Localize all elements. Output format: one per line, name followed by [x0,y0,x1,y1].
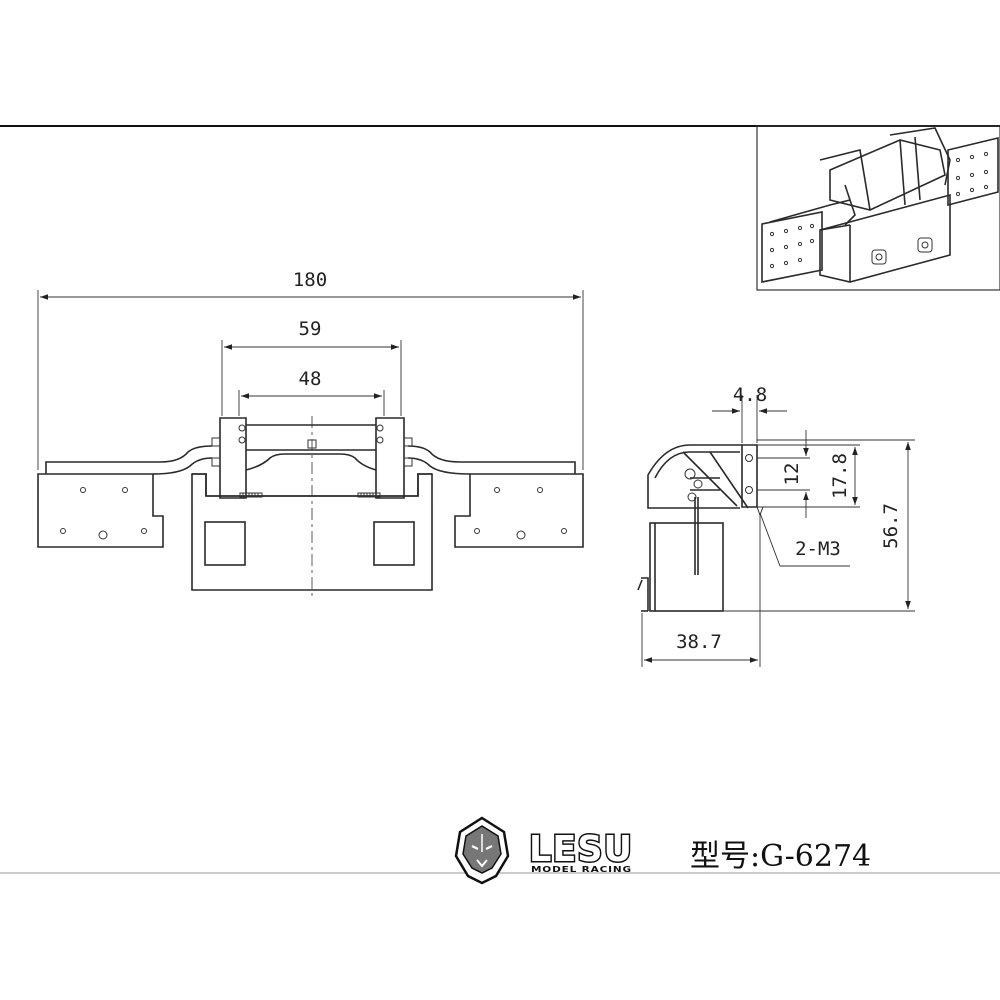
dim-top-offset: 4.8 [733,384,767,406]
model-label: 型号:G-6274 [690,839,871,874]
dim-plate-height: 17.8 [829,453,851,499]
dim-side-depth: 38.7 [676,631,722,653]
lion-head-icon [454,816,510,885]
dim-inner-width: 48 [299,368,322,390]
dim-bracket-width: 59 [299,318,322,340]
screw-note: 2-M3 [795,538,841,560]
dim-hole-spacing: 12 [781,463,803,486]
front-view [37,416,584,600]
dim-overall-width: 180 [293,269,327,291]
dim-overall-height: 56.7 [880,503,902,549]
brand-name: LESU [529,829,633,870]
side-view [637,444,764,612]
isometric-inset [756,125,1000,291]
brand-tagline: MODEL RACING [531,865,632,874]
side-dimension-lines [641,395,915,667]
front-dimension-lines [37,290,584,470]
